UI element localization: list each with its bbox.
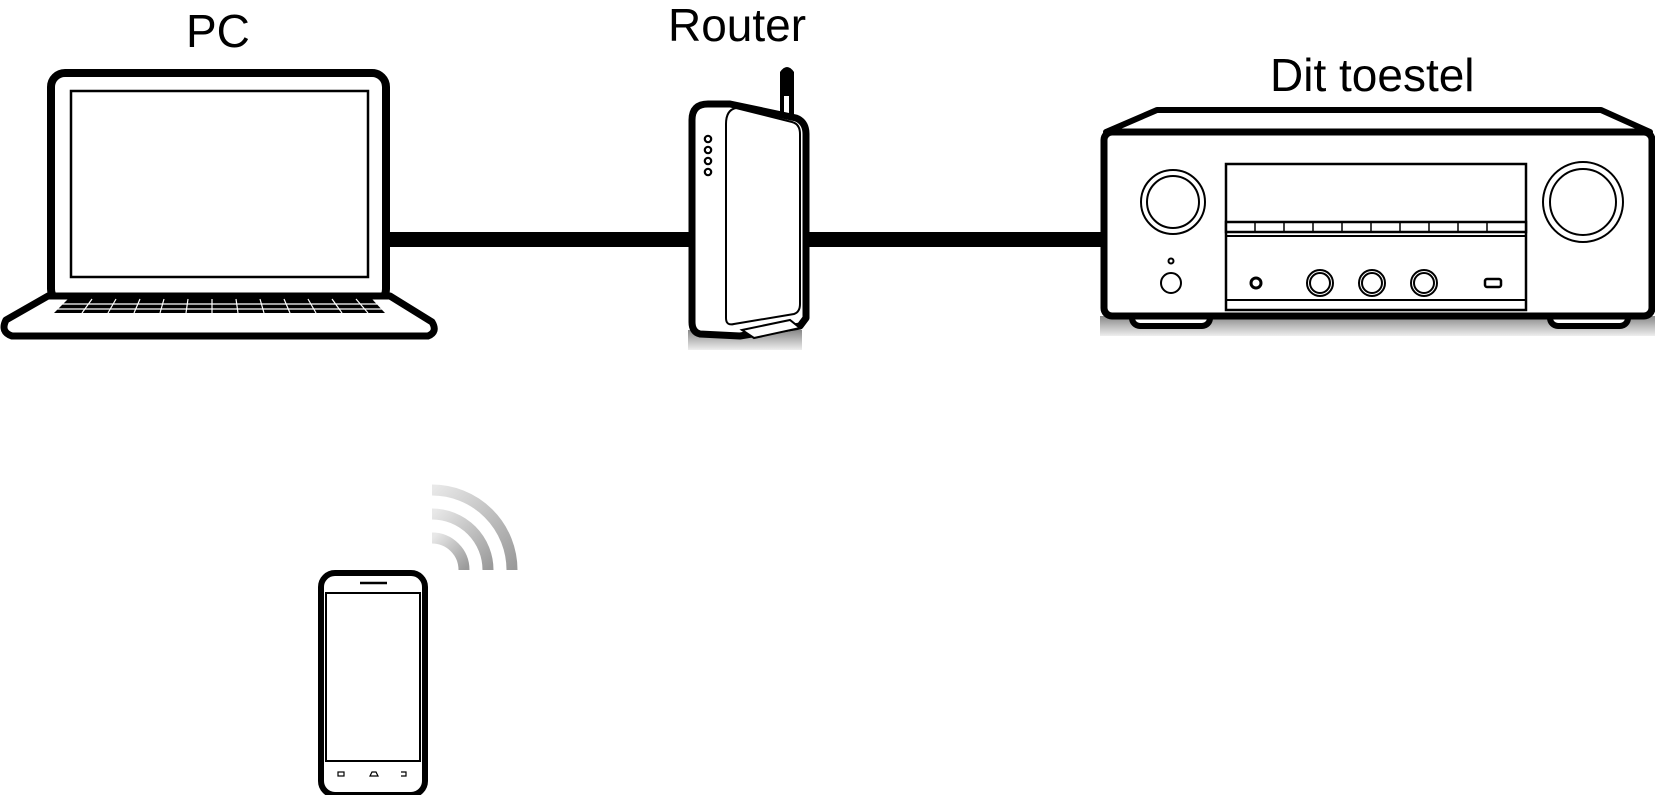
router-label: Router bbox=[668, 0, 807, 51]
router-icon bbox=[688, 67, 810, 350]
cable-pc-router bbox=[386, 232, 690, 247]
av-receiver-icon bbox=[1100, 107, 1655, 336]
pc-label: PC bbox=[186, 5, 250, 57]
laptop-icon bbox=[0, 69, 438, 340]
smartphone-icon bbox=[318, 570, 428, 795]
cable-router-device bbox=[802, 232, 1104, 247]
device-label: Dit toestel bbox=[1270, 49, 1475, 101]
wifi-signal-icon bbox=[431, 484, 518, 571]
